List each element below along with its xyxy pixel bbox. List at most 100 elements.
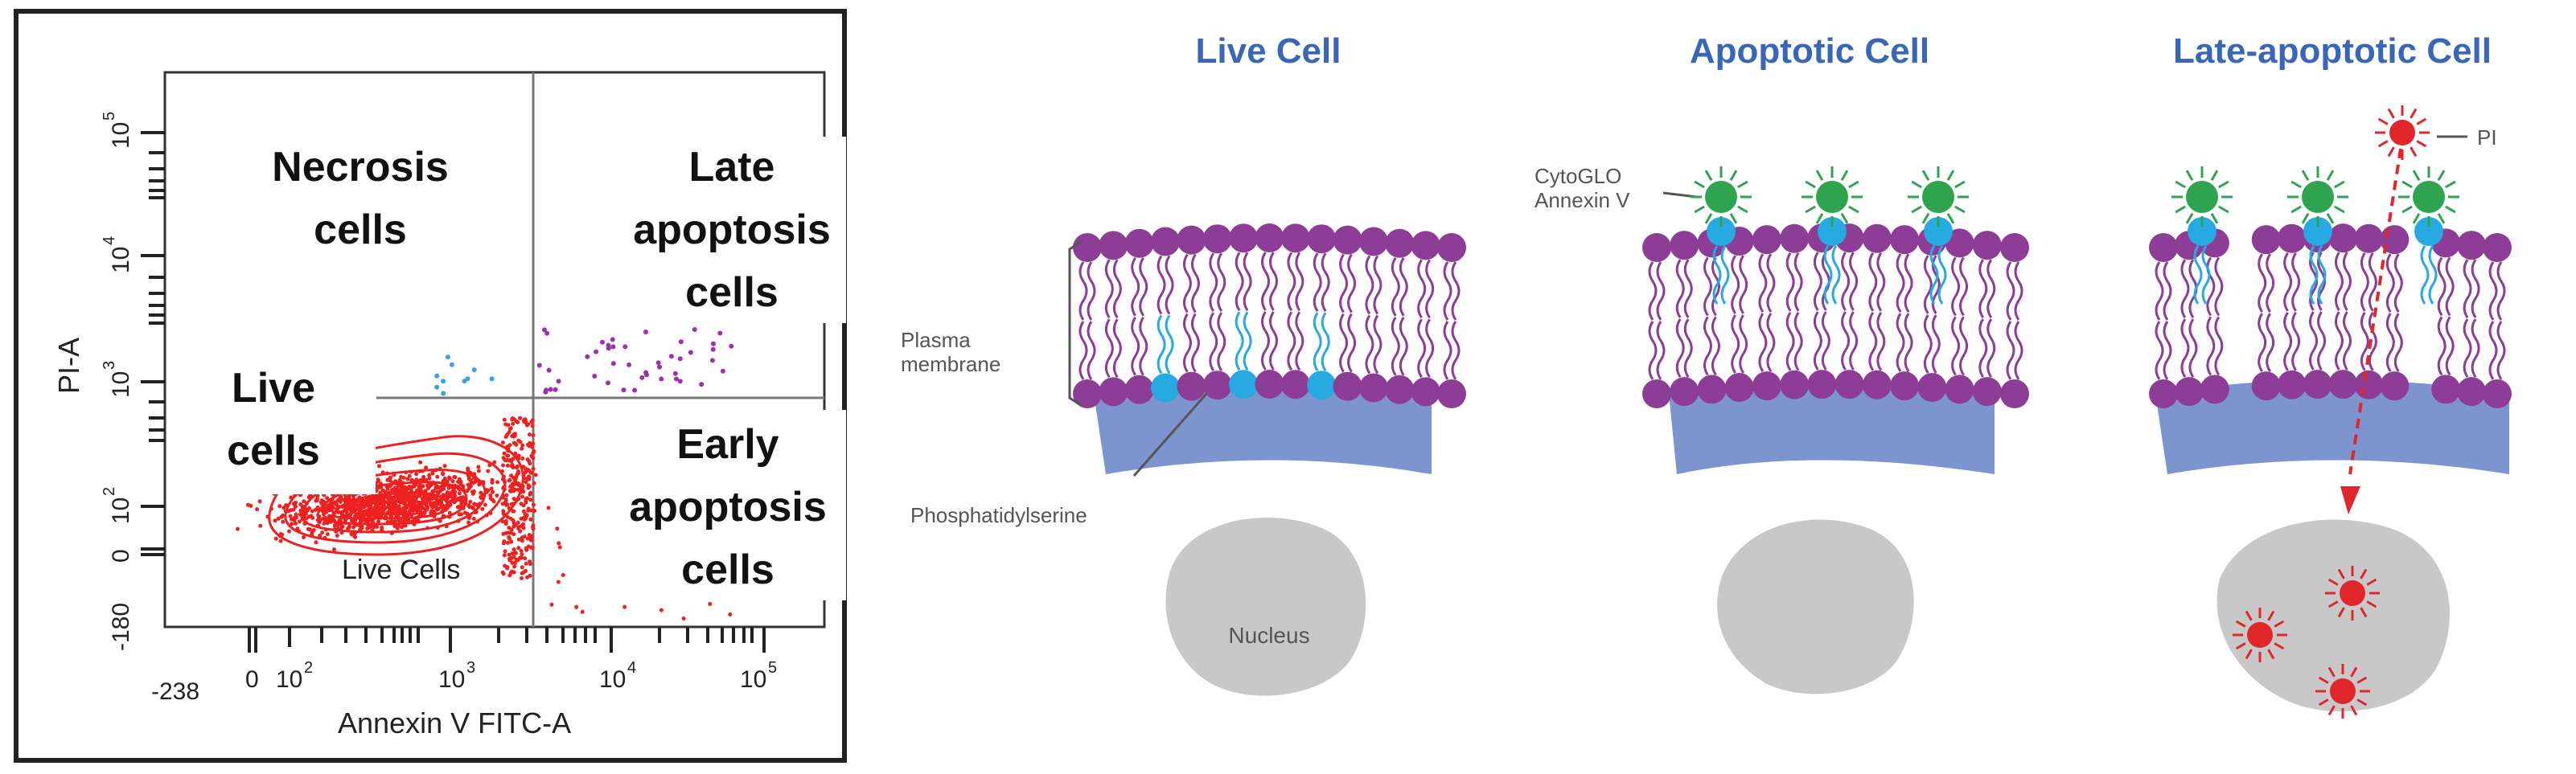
event-dot bbox=[406, 496, 411, 501]
lipid-head bbox=[1280, 370, 1310, 399]
plot-frame bbox=[14, 9, 847, 763]
event-dot bbox=[536, 362, 542, 368]
title-late-apoptotic-cell: Late-apoptotic Cell bbox=[2173, 31, 2492, 71]
y-tick-label-neg180: -180 bbox=[108, 603, 134, 651]
event-dot bbox=[434, 384, 440, 390]
lipid-tail bbox=[1087, 261, 1096, 321]
event-dot bbox=[335, 533, 339, 538]
lipid-tail bbox=[2206, 256, 2216, 317]
lipid-head bbox=[2277, 370, 2307, 399]
annexin-ray bbox=[1805, 180, 1816, 189]
y-tick-label-1e5: 10 bbox=[108, 122, 134, 149]
event-dot bbox=[503, 549, 507, 554]
event-dot bbox=[365, 526, 370, 531]
event-dot bbox=[442, 476, 447, 481]
event-dot bbox=[249, 503, 253, 508]
event-dot bbox=[512, 555, 516, 559]
event-dot bbox=[516, 420, 520, 424]
lipid-tail bbox=[2445, 256, 2455, 317]
event-dot bbox=[448, 491, 453, 496]
event-dot bbox=[325, 496, 330, 501]
lipid-tail bbox=[2258, 253, 2267, 313]
event-dot bbox=[433, 504, 438, 509]
event-dot bbox=[678, 339, 684, 345]
quadrant-labels: Necrosis cells Late apoptosis cells Live… bbox=[211, 137, 846, 600]
pi-ray bbox=[2327, 578, 2339, 586]
event-dot bbox=[528, 498, 533, 502]
event-dot bbox=[643, 330, 648, 334]
late-apoptosis-box bbox=[573, 137, 846, 323]
event-dot bbox=[513, 481, 518, 486]
lipid-tail bbox=[1904, 313, 1913, 372]
event-dot bbox=[495, 493, 499, 498]
pi-ray bbox=[2416, 140, 2427, 148]
lipid-head bbox=[1834, 370, 1864, 399]
lipid-tail bbox=[1683, 259, 1693, 318]
event-dot bbox=[524, 466, 528, 471]
event-dot bbox=[392, 496, 396, 501]
cytoplasm-apoptotic bbox=[1669, 379, 1995, 474]
annexin-ray bbox=[1729, 213, 1738, 224]
lipid-tail bbox=[1683, 318, 1693, 378]
event-dot bbox=[438, 489, 443, 493]
title-apoptotic-cell: Apoptotic Cell bbox=[1690, 31, 1929, 71]
lipid-tail bbox=[1157, 255, 1166, 315]
lipid-tail bbox=[2385, 253, 2395, 313]
event-dot bbox=[526, 508, 531, 513]
lipid-head bbox=[1724, 373, 1754, 403]
pi-ray bbox=[2267, 610, 2275, 621]
event-dot bbox=[441, 379, 446, 384]
lipid-tail bbox=[2393, 253, 2403, 313]
lipid-head bbox=[1358, 373, 1388, 403]
event-dot bbox=[375, 525, 380, 529]
lipid-tail bbox=[1391, 316, 1400, 376]
phosphatidylserine-head bbox=[1818, 217, 1847, 246]
event-dot bbox=[392, 503, 396, 508]
lipid-head bbox=[1411, 377, 1440, 407]
pi-label: PI bbox=[2477, 125, 2497, 149]
event-dot bbox=[513, 477, 518, 482]
svg-text:cells: cells bbox=[685, 269, 779, 316]
annexin-ray bbox=[2301, 170, 2310, 181]
pi-molecule bbox=[2330, 678, 2356, 704]
event-dot bbox=[450, 497, 455, 502]
lipid-tail bbox=[1190, 253, 1200, 313]
lipid-head bbox=[1752, 371, 1781, 401]
lipid-tail bbox=[2283, 252, 2293, 312]
event-dot bbox=[370, 519, 375, 524]
event-dot bbox=[320, 509, 325, 514]
lipid-tail bbox=[1821, 311, 1830, 371]
event-dot bbox=[471, 516, 476, 521]
event-dot bbox=[346, 526, 350, 531]
lipid-tail bbox=[1243, 311, 1252, 371]
lipid-tail bbox=[2266, 313, 2275, 372]
event-dot bbox=[347, 505, 351, 510]
event-dot bbox=[513, 523, 518, 527]
lipid-tail bbox=[2437, 256, 2447, 317]
event-dot bbox=[418, 460, 423, 465]
x-tick-label-1e5: 10 bbox=[740, 666, 766, 693]
pi-ray bbox=[2387, 108, 2395, 119]
event-dot bbox=[332, 523, 337, 528]
lipid-head bbox=[2200, 375, 2229, 404]
lipid-bilayers bbox=[1073, 223, 2512, 408]
event-dot bbox=[513, 441, 518, 446]
event-dot bbox=[518, 416, 522, 420]
lipid-tail bbox=[1104, 259, 1114, 319]
event-dot bbox=[561, 573, 565, 577]
event-dot bbox=[358, 507, 363, 512]
lipid-tail bbox=[1182, 313, 1192, 373]
event-dot bbox=[516, 453, 521, 458]
event-dot bbox=[257, 499, 262, 504]
lipid-tail bbox=[1243, 252, 1252, 312]
nucleus-live bbox=[1165, 518, 1366, 696]
event-dot bbox=[592, 374, 598, 379]
cytoplasm-late bbox=[2155, 379, 2509, 474]
lipid-head bbox=[2251, 225, 2281, 255]
event-dot bbox=[717, 330, 723, 336]
event-dot bbox=[319, 499, 324, 504]
lipid-head bbox=[1151, 227, 1181, 256]
ps-tail bbox=[2193, 245, 2203, 305]
lipid-tail bbox=[1841, 252, 1851, 311]
phosphatidylserine-annotation: Phosphatidylserine bbox=[910, 393, 1208, 527]
